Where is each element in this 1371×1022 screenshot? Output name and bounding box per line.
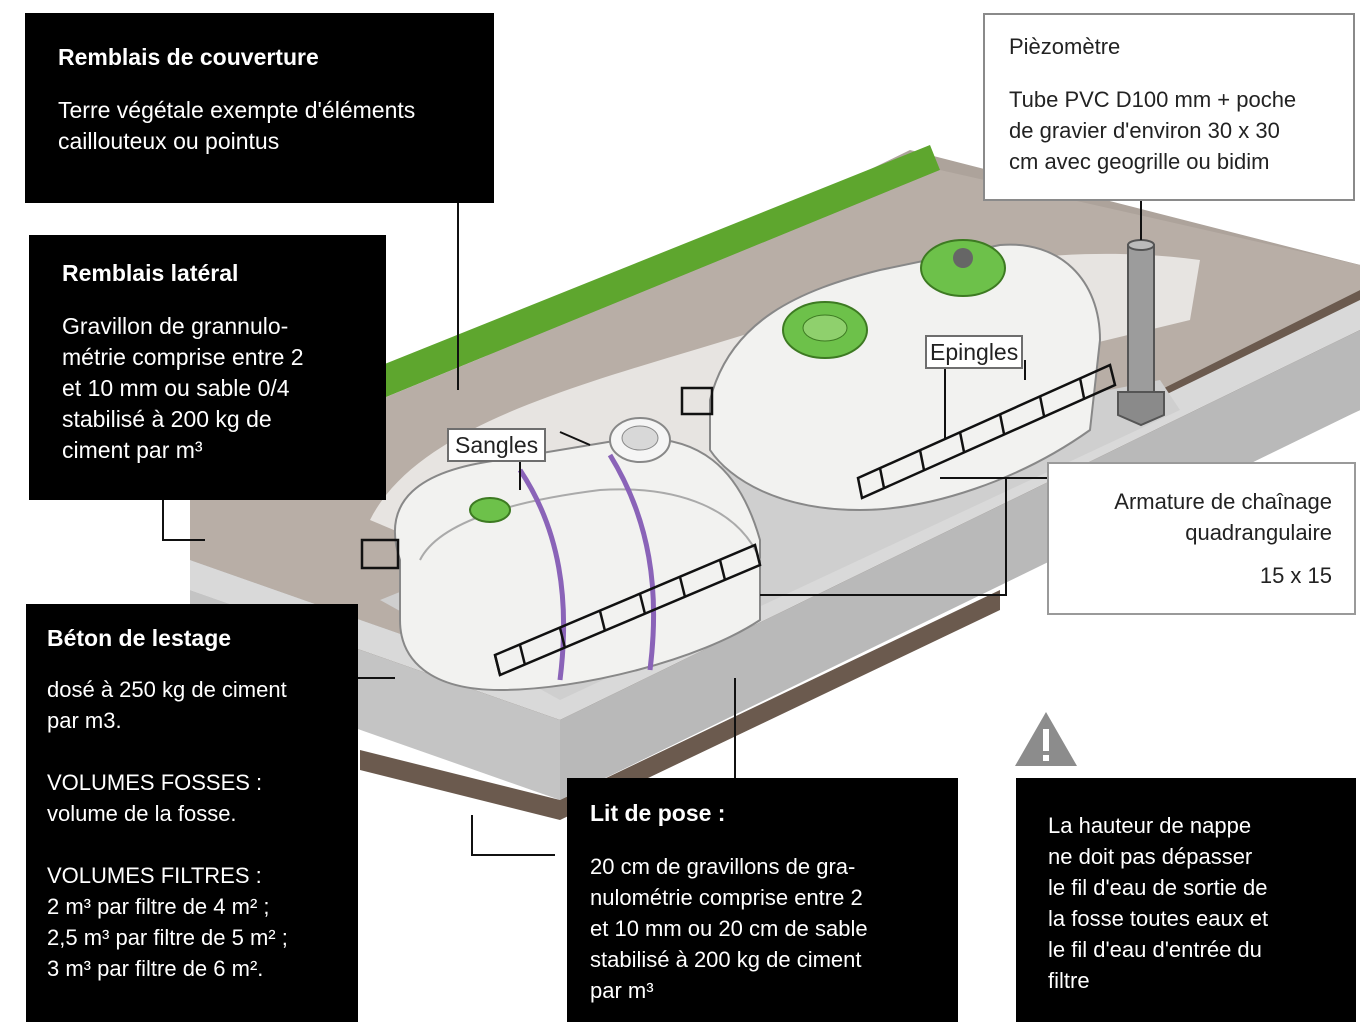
grass-strip — [320, 145, 940, 420]
callout-title: Armature de chaînage quadrangulaire — [1114, 489, 1332, 545]
callout-remblais-couverture: Remblais de couverture Terre végétale ex… — [25, 13, 494, 203]
tank-fosse — [394, 417, 761, 692]
piezometer — [1117, 239, 1165, 427]
callout-size: 15 x 15 — [1259, 563, 1332, 588]
callout-title: Remblais de couverture — [58, 44, 319, 70]
tank-filtre — [709, 239, 1102, 512]
callout-armature: Armature de chaînage quadrangulaire 15 x… — [1047, 462, 1356, 615]
callout-title: Remblais latéral — [62, 260, 239, 286]
callout-body: 20 cm de gravillons de gra- nulométrie c… — [590, 854, 868, 1003]
callout-title: Pièzomètre — [1009, 34, 1121, 59]
callout-nappe: La hauteur de nappe ne doit pas dépasser… — [1016, 778, 1356, 1022]
rebar-cages — [360, 363, 1117, 677]
callout-remblais-lateral: Remblais latéral Gravillon de grannulo- … — [29, 235, 386, 500]
callout-lit-de-pose: Lit de pose : 20 cm de gravillons de gra… — [567, 778, 958, 1022]
callout-body: Terre végétale exempte d'éléments caillo… — [58, 97, 416, 154]
callout-piezometre: Pièzomètre Tube PVC D100 mm + poche de g… — [983, 13, 1355, 201]
callout-body: Tube PVC D100 mm + poche de gravier d'en… — [1009, 87, 1297, 174]
callout-body: La hauteur de nappe ne doit pas dépasser… — [1048, 813, 1269, 993]
leader-lines — [162, 200, 1142, 856]
label-epingles: Epingles — [925, 335, 1024, 369]
callout-title: Béton de lestage — [47, 625, 232, 651]
callout-body: Gravillon de grannulo- métrie comprise e… — [62, 313, 304, 463]
warning-triangle-icon — [1015, 712, 1077, 766]
label-sangles: Sangles — [447, 428, 547, 462]
callout-body: dosé à 250 kg de ciment par m3. VOLUMES … — [47, 677, 288, 981]
callout-beton-lestage: Béton de lestage dosé à 250 kg de ciment… — [26, 604, 358, 1022]
callout-title: Lit de pose : — [590, 800, 726, 826]
